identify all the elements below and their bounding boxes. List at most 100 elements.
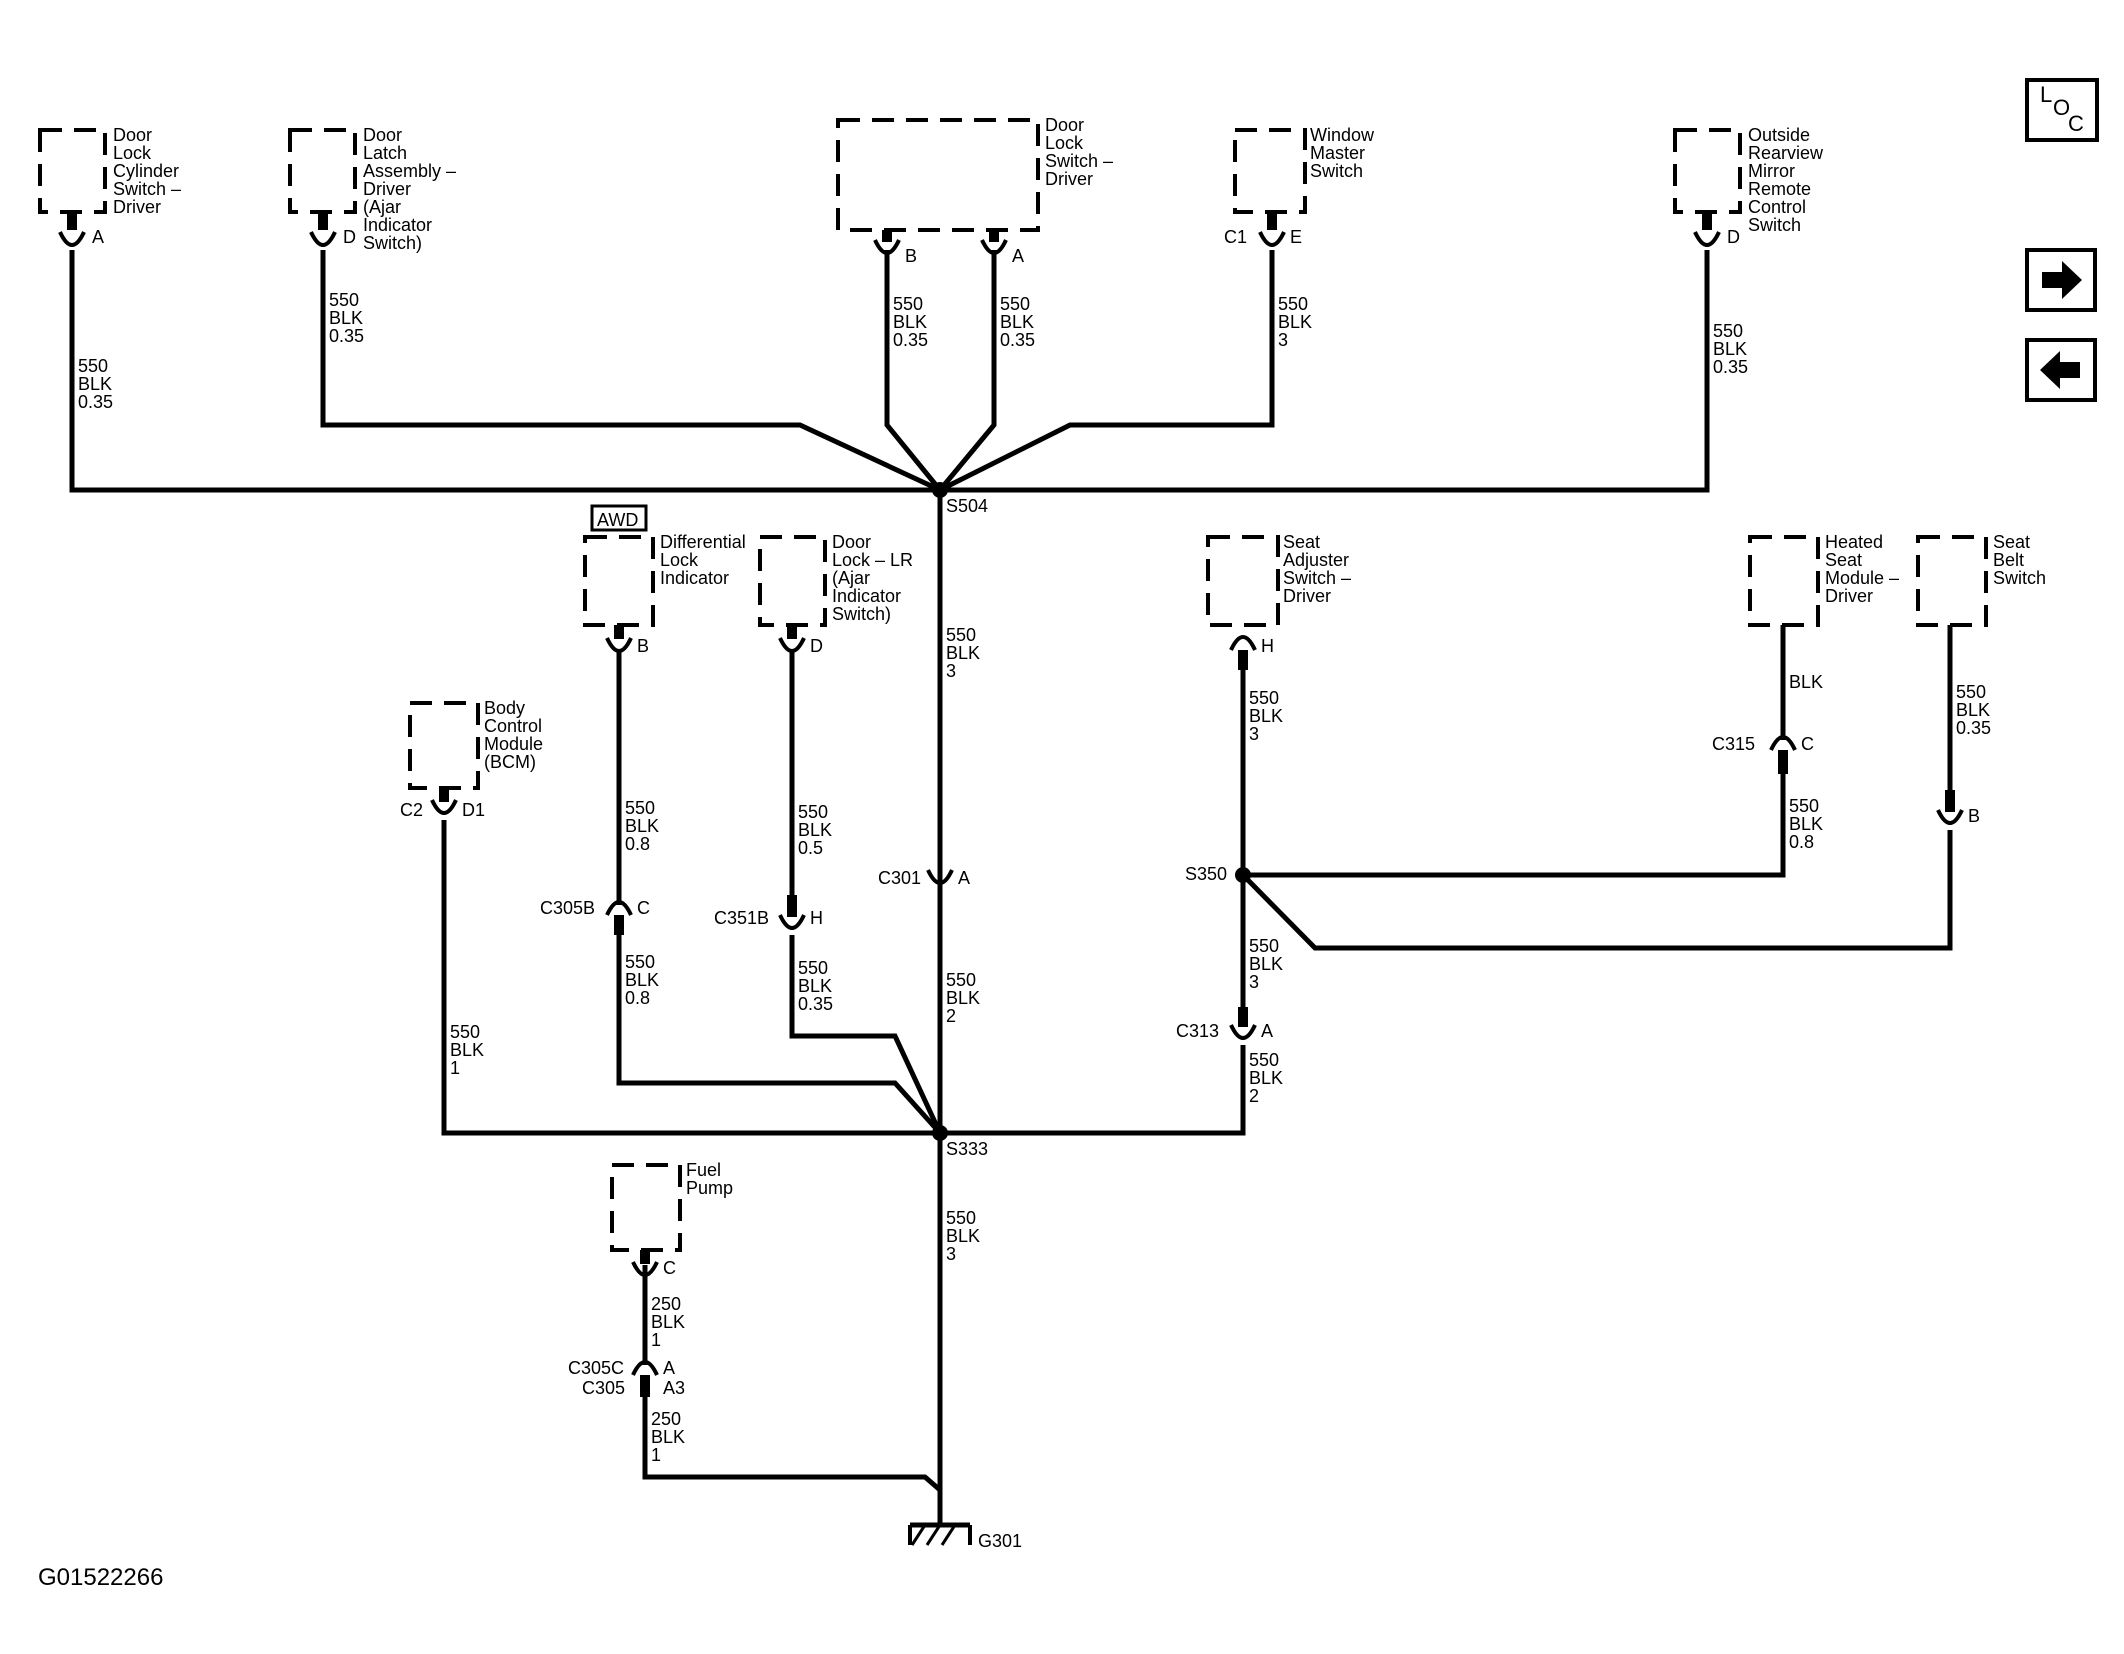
mirror-switch-box bbox=[1673, 128, 1742, 214]
conn-diff bbox=[605, 625, 633, 653]
label-line: Master bbox=[1310, 143, 1365, 163]
label-line: 0.8 bbox=[625, 834, 650, 854]
label-line: Driver bbox=[1825, 586, 1873, 606]
label-line: Heated bbox=[1825, 532, 1883, 552]
conn-c305b bbox=[605, 900, 633, 935]
door-lock-switch-box bbox=[836, 118, 1040, 232]
label-line: Driver bbox=[1283, 586, 1331, 606]
label-line: BLK bbox=[329, 308, 363, 328]
wire-bcm bbox=[441, 820, 940, 1136]
pin-lr: D bbox=[810, 636, 823, 656]
label-line: Latch bbox=[363, 143, 407, 163]
pin-seat-adj: H bbox=[1261, 636, 1274, 656]
conn-window bbox=[1258, 212, 1286, 247]
c301-label: C301 bbox=[878, 868, 921, 888]
wl-heated-top: BLK bbox=[1789, 672, 1823, 692]
label-line: 550 bbox=[1249, 688, 1279, 708]
c313-label: C313 bbox=[1176, 1021, 1219, 1041]
label-line: 3 bbox=[1278, 330, 1288, 350]
pin-bcm-c: C2 bbox=[400, 800, 423, 820]
c305c-label: C305C bbox=[568, 1358, 624, 1378]
splice-s504 bbox=[932, 482, 948, 498]
label-line: BLK bbox=[1789, 814, 1823, 834]
label-line: BLK bbox=[625, 816, 659, 836]
label-line: BLK bbox=[78, 374, 112, 394]
splice-label-g301: G301 bbox=[978, 1531, 1022, 1551]
pin-dls-a: A bbox=[1012, 246, 1024, 266]
label-line: Control bbox=[484, 716, 542, 736]
label-line: 550 bbox=[1789, 796, 1819, 816]
label-line: BLK bbox=[1249, 1068, 1283, 1088]
label-line: Indicator bbox=[660, 568, 729, 588]
label-line: BLK bbox=[1956, 700, 1990, 720]
label-line: 550 bbox=[798, 802, 828, 822]
pin-labels: A D B A C1 E D B D C2 D1 H B C C305B C C… bbox=[92, 227, 1980, 1398]
label-line: Adjuster bbox=[1283, 550, 1349, 570]
wire-fuel-pump-lower bbox=[642, 1385, 942, 1492]
label-line: BLK bbox=[450, 1040, 484, 1060]
label-line: Seat bbox=[1993, 532, 2030, 552]
c305b-pin: C bbox=[637, 898, 650, 918]
wire-seat-belt-lower bbox=[1241, 830, 1953, 951]
connector-stubs bbox=[58, 212, 1964, 1397]
label-line: 3 bbox=[1249, 724, 1259, 744]
label-line: Window bbox=[1310, 125, 1375, 145]
wire-mirror-switch bbox=[940, 250, 1710, 493]
next-button[interactable] bbox=[2025, 248, 2097, 312]
label-line: 250 bbox=[651, 1409, 681, 1429]
c315-label: C315 bbox=[1712, 734, 1755, 754]
pin-dls-b: B bbox=[905, 246, 917, 266]
conn-latch bbox=[309, 212, 337, 247]
label-line: BLK bbox=[651, 1312, 685, 1332]
c305-label: C305 bbox=[582, 1378, 625, 1398]
label-line: Switch bbox=[1993, 568, 2046, 588]
label-line: 0.35 bbox=[798, 994, 833, 1014]
loc-button[interactable]: L O C bbox=[2025, 78, 2099, 142]
label-line: 2 bbox=[946, 1006, 956, 1026]
loc-c: C bbox=[2068, 111, 2084, 136]
label-line: Body bbox=[484, 698, 525, 718]
pin-win-c: C1 bbox=[1224, 227, 1247, 247]
label-line: BLK bbox=[1000, 312, 1034, 332]
back-button[interactable] bbox=[2025, 338, 2097, 402]
c301-pin: A bbox=[958, 868, 970, 888]
label-line: BLK bbox=[1789, 672, 1823, 692]
c351b-pin: H bbox=[810, 908, 823, 928]
wire-window-master bbox=[938, 250, 1275, 493]
label-line: Switch bbox=[1310, 161, 1363, 181]
conn-bcm bbox=[430, 788, 458, 815]
label-line: 550 bbox=[946, 1208, 976, 1228]
label-line: 0.35 bbox=[329, 326, 364, 346]
c305c-pin: A bbox=[663, 1358, 675, 1378]
label-line: Lock bbox=[660, 550, 699, 570]
pin-belt: B bbox=[1968, 806, 1980, 826]
label-line: Switch – bbox=[113, 179, 181, 199]
label-line: 0.35 bbox=[78, 392, 113, 412]
label-line: 0.35 bbox=[1000, 330, 1035, 350]
label-line: BLK bbox=[651, 1427, 685, 1447]
label-line: 550 bbox=[1000, 294, 1030, 314]
label-line: Cylinder bbox=[113, 161, 179, 181]
arrow-right-icon bbox=[2042, 261, 2082, 299]
label-line: Door bbox=[113, 125, 152, 145]
label-line: 1 bbox=[651, 1445, 661, 1465]
label-line: Outside bbox=[1748, 125, 1810, 145]
label-line: Seat bbox=[1283, 532, 1320, 552]
wire-door-lock-switch-b bbox=[884, 250, 942, 492]
label-line: 3 bbox=[1249, 972, 1259, 992]
